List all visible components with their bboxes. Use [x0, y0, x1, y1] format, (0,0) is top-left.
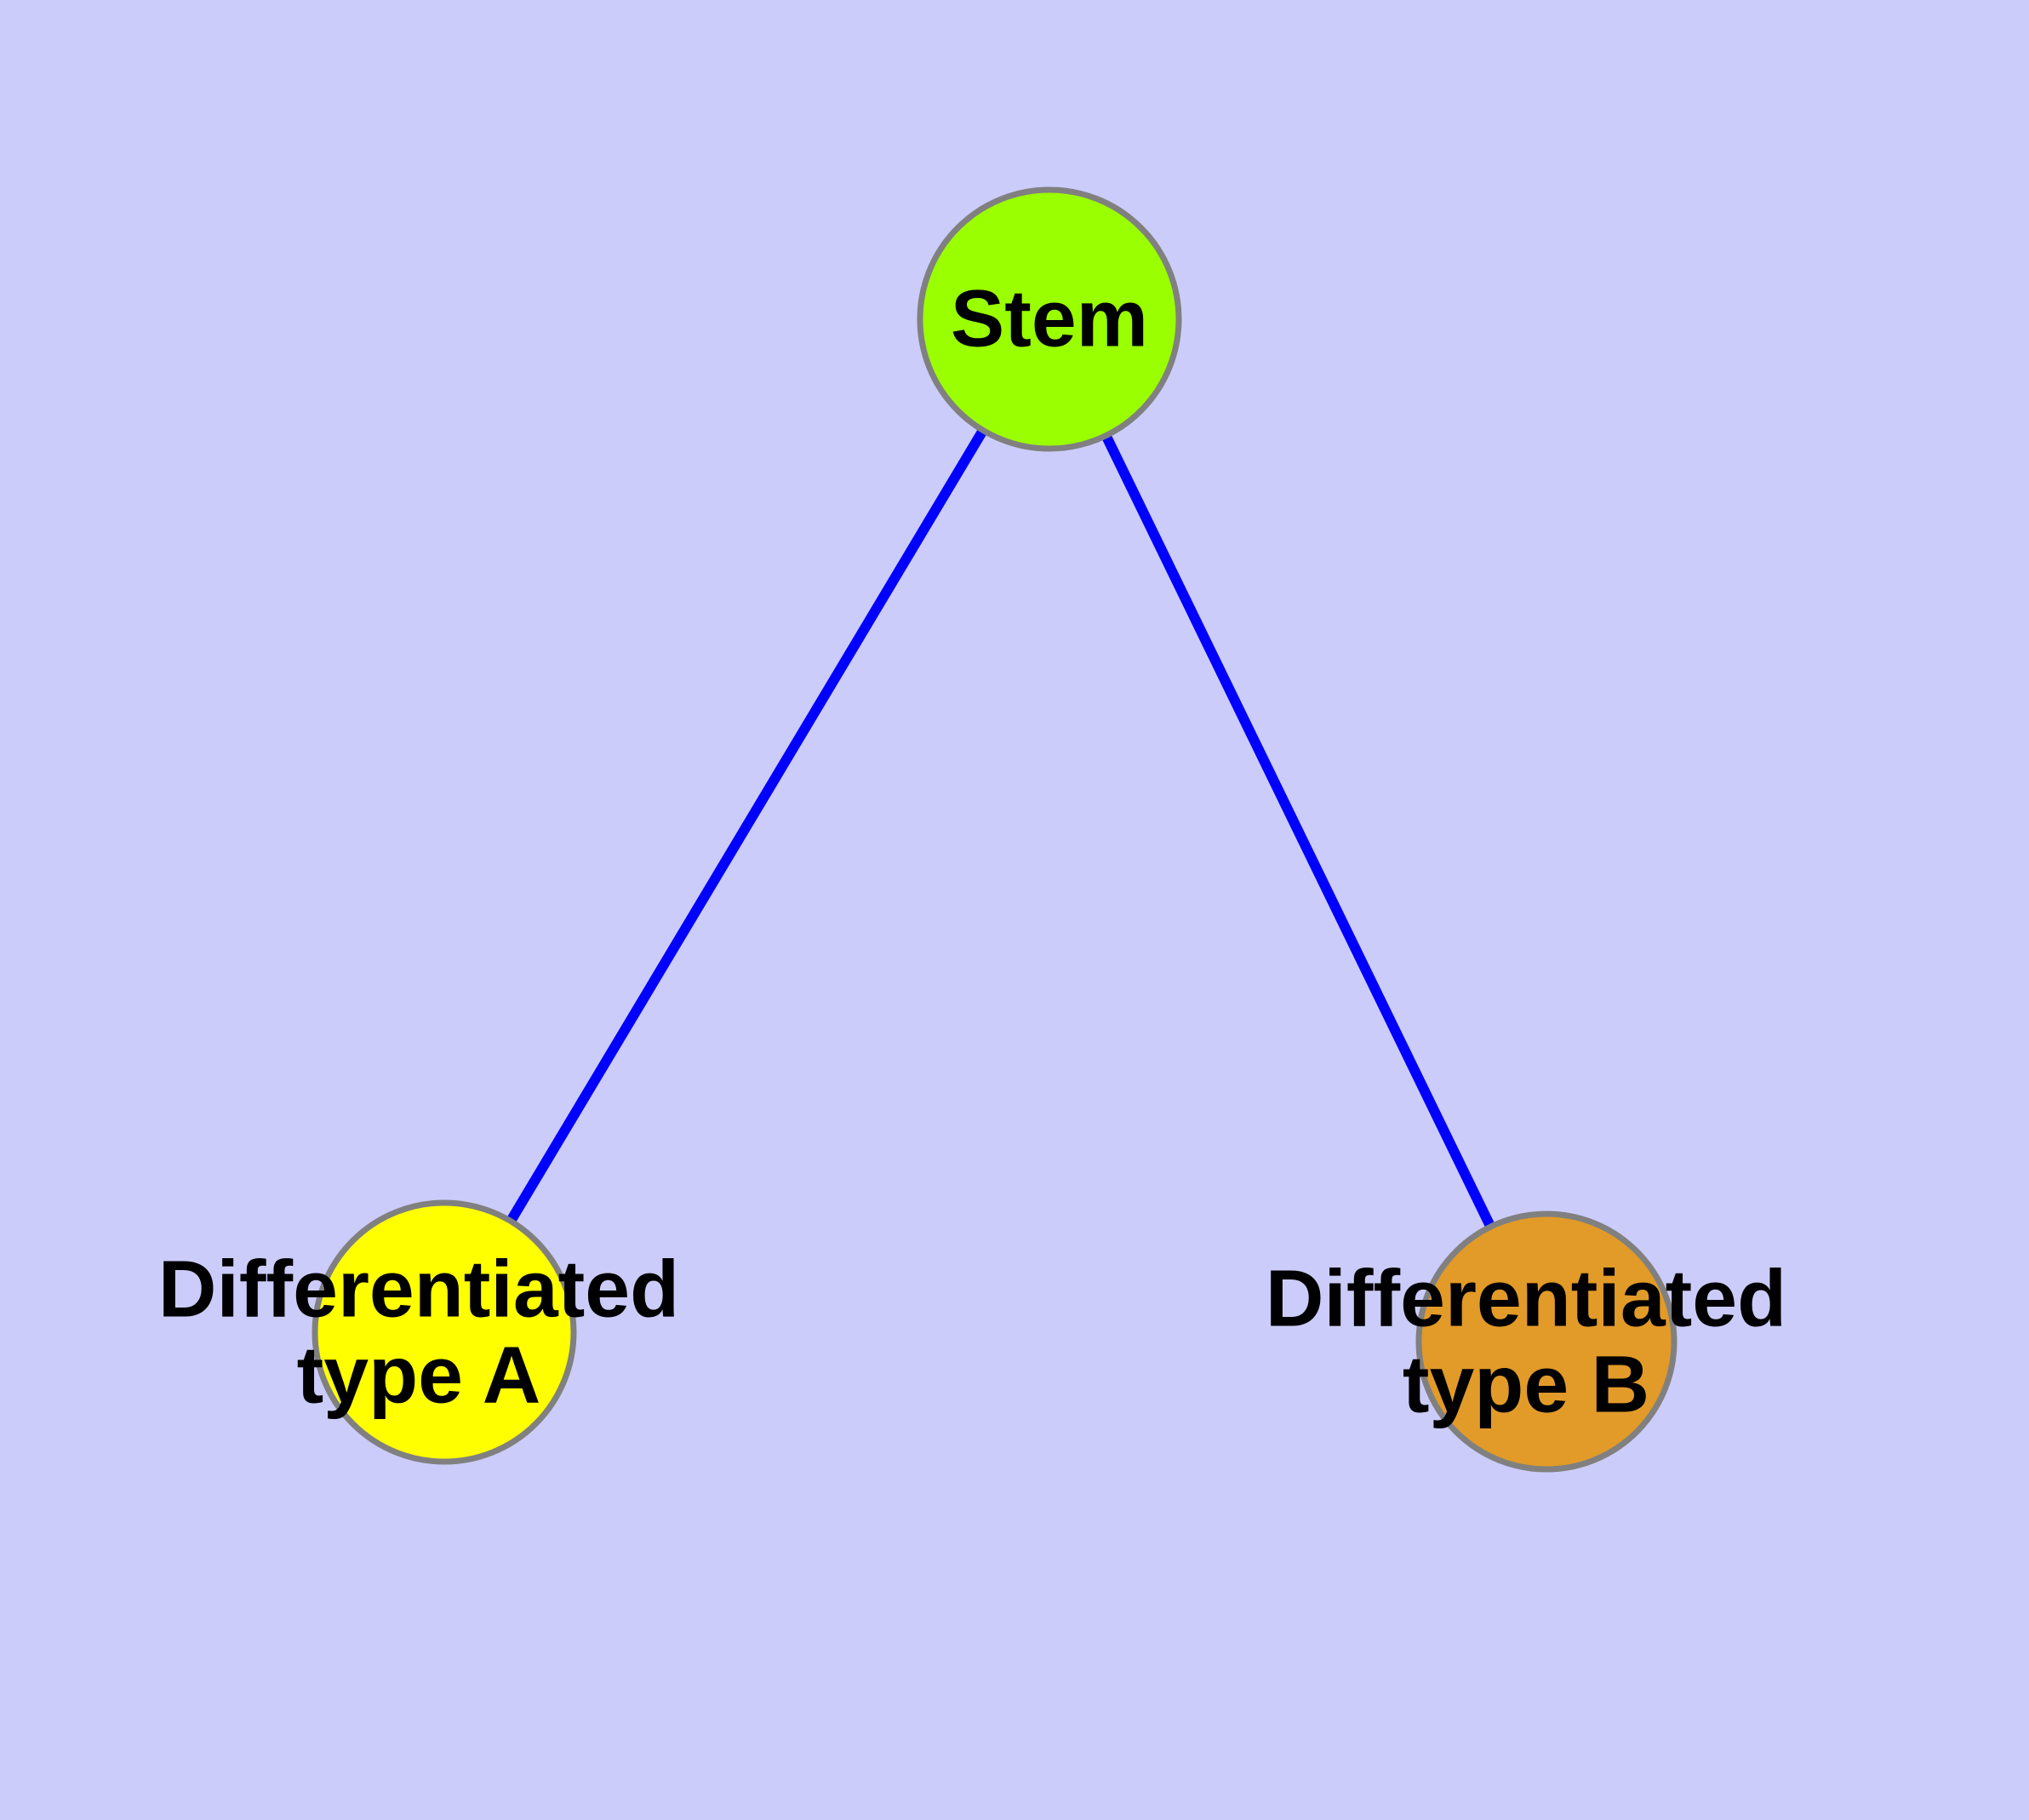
node-layer [311, 186, 1677, 1473]
edge-layer [439, 316, 1552, 1344]
graph-node-diff-a[interactable] [311, 1199, 577, 1465]
graph-node-diff-b[interactable] [1415, 1210, 1677, 1473]
graph-edge-stem-to-diff-b[interactable] [1044, 317, 1552, 1344]
graph-node-stem[interactable] [917, 186, 1182, 452]
graph-edge-stem-to-diff-a[interactable] [439, 316, 1055, 1336]
